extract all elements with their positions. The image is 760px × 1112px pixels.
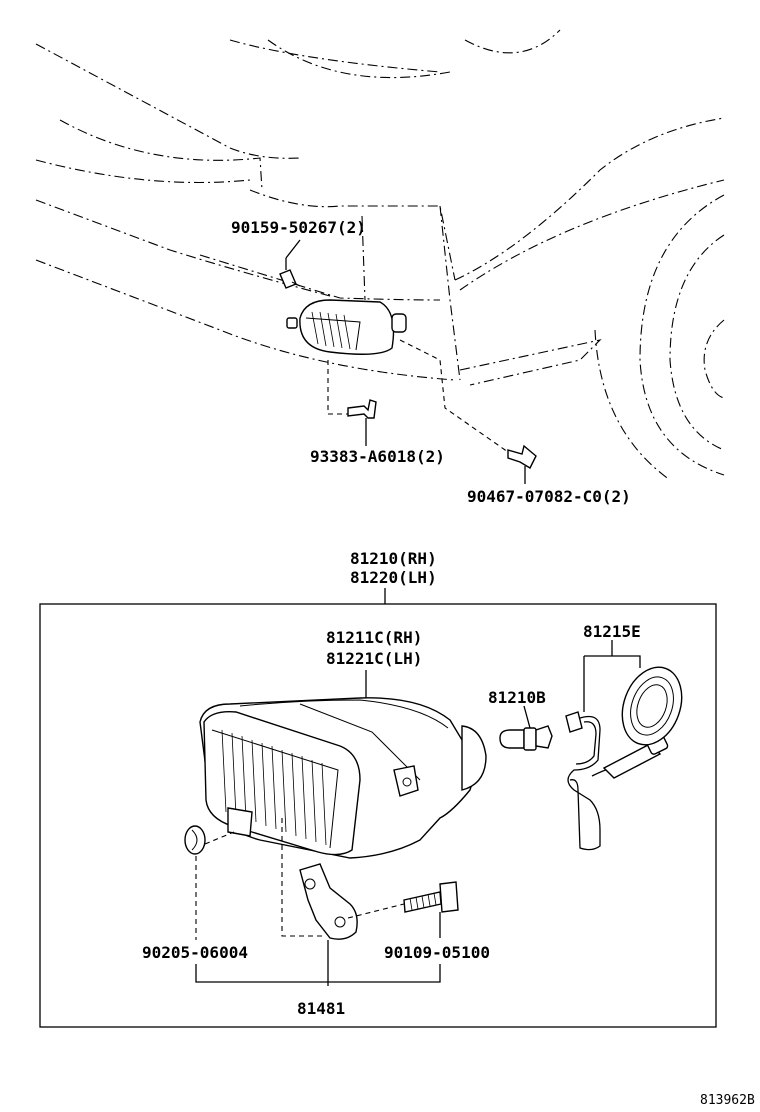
label-81210b: 81210B — [488, 688, 546, 707]
wire-harness — [565, 640, 683, 851]
fog-lamp-body — [199, 697, 487, 859]
label-81481: 81481 — [297, 999, 345, 1018]
label-90159-50267: 90159-50267(2) — [231, 218, 366, 237]
label-90109-05100: 90109-05100 — [384, 943, 490, 962]
clip-nut — [184, 825, 235, 940]
label-81220-lh: 81220(LH) — [350, 568, 437, 587]
label-81215e: 81215E — [583, 622, 641, 641]
diagram-id: 813962B — [700, 1093, 755, 1108]
label-81210-rh: 81210(RH) — [350, 549, 437, 568]
label-81211c-rh: 81211C(RH) — [326, 628, 422, 647]
fog-lamp-installed — [286, 299, 407, 355]
upper-fasteners — [279, 239, 537, 484]
bolt — [403, 881, 459, 938]
label-93383-a6018: 93383-A6018(2) — [310, 447, 445, 466]
bulb — [499, 705, 553, 751]
label-90205-06004: 90205-06004 — [142, 943, 248, 962]
bracket — [281, 818, 405, 986]
label-90467-07082-c0: 90467-07082-C0(2) — [467, 487, 631, 506]
vehicle-outline — [35, 29, 725, 481]
label-81221c-lh: 81221C(LH) — [326, 649, 422, 668]
assembly-frame — [39, 603, 717, 1028]
